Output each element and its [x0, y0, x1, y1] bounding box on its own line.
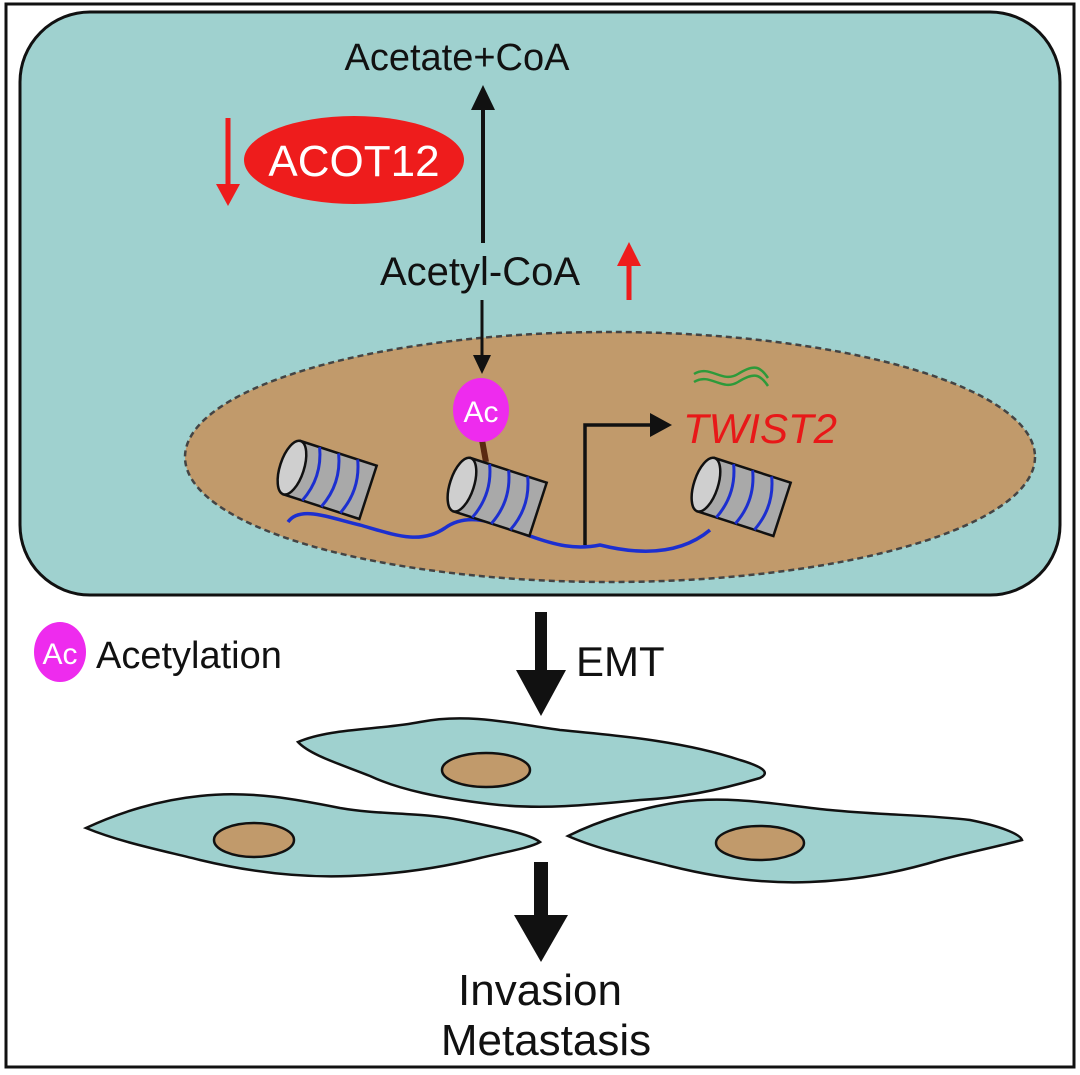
ac-marker	[453, 378, 509, 442]
acetate-coa-label: Acetate+CoA	[345, 37, 571, 79]
promoter-arrow-icon	[583, 413, 672, 545]
mesenchymal-nucleus	[212, 821, 296, 859]
nucleus	[183, 330, 1037, 584]
mesenchymal-cell	[565, 798, 1024, 884]
mesenchymal-nucleus	[714, 824, 806, 862]
histone-icon	[446, 456, 549, 538]
acot12-label: ACOT12	[268, 137, 439, 186]
legend-ac-label: Ac	[42, 638, 77, 671]
up-arrow-icon	[471, 85, 495, 243]
increase-arrow-icon	[617, 242, 641, 300]
invasion-label: Invasion	[458, 966, 622, 1015]
histone-icon	[276, 439, 379, 521]
histone-icon	[690, 456, 793, 538]
mesenchymal-cell	[295, 717, 766, 808]
metastasis-label: Metastasis	[441, 1016, 651, 1065]
ac-stem	[479, 439, 489, 463]
legend-ac-marker	[34, 622, 86, 682]
invasion-arrow-icon	[514, 862, 568, 962]
acetyl-transfer-arrow-icon	[473, 300, 491, 374]
legend-acetylation-label: Acetylation	[96, 635, 282, 677]
acot12-ellipse	[244, 116, 464, 204]
emt-arrow-icon	[516, 612, 566, 716]
mrna-icon	[693, 366, 770, 387]
decrease-arrow-icon	[216, 118, 240, 206]
twist2-label: TWIST2	[683, 405, 837, 452]
mesenchymal-nucleus	[440, 751, 532, 789]
ac-marker-label: Ac	[463, 396, 498, 429]
mesenchymal-cell	[82, 792, 543, 878]
emt-label: EMT	[576, 638, 665, 685]
acetyl-coa-label: Acetyl-CoA	[380, 250, 580, 294]
